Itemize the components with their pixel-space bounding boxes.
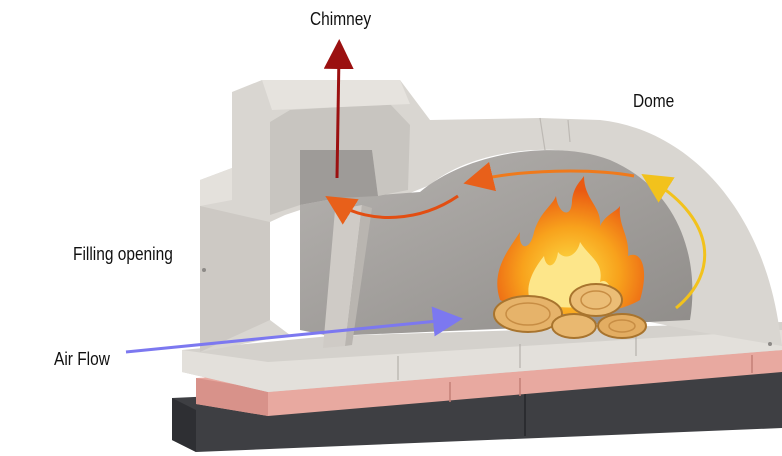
air-flow-arrow bbox=[125, 306, 463, 354]
dome-label: Dome bbox=[633, 91, 675, 111]
rising-air-arrow bbox=[641, 173, 707, 310]
filling-opening-label: Filling opening bbox=[73, 244, 173, 264]
hot-air-arrow bbox=[463, 161, 635, 192]
dome-body bbox=[200, 80, 782, 352]
wood-logs-icon bbox=[493, 283, 647, 339]
air-flow-label: Air Flow bbox=[54, 349, 110, 369]
base-slab bbox=[172, 370, 782, 452]
chimney-arrow bbox=[323, 39, 354, 179]
exhaust-arrow bbox=[325, 194, 459, 225]
chimney-label: Chimney bbox=[310, 9, 372, 29]
